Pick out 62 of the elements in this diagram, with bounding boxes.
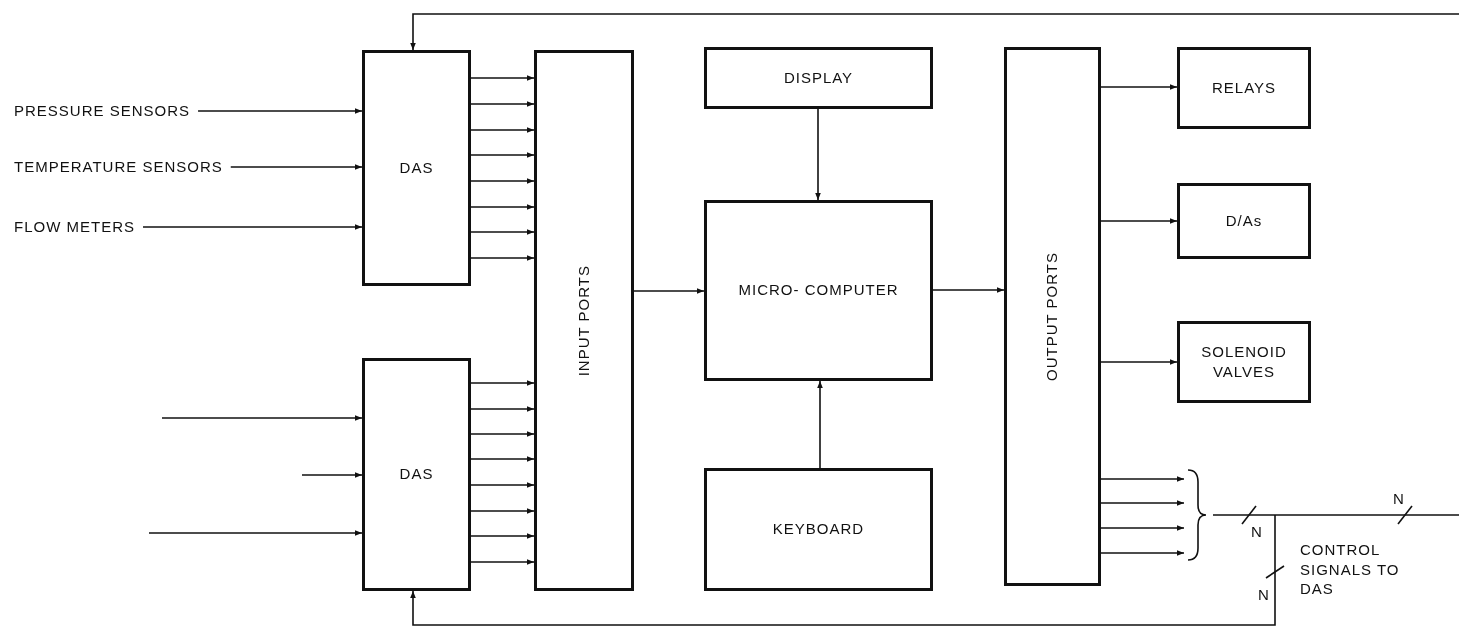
block-box — [704, 468, 933, 591]
arrow — [229, 164, 363, 170]
arrow — [470, 127, 535, 133]
arrow — [470, 508, 535, 514]
block-box — [704, 200, 933, 381]
block-label: DISPLAY — [783, 67, 854, 88]
arrow — [470, 559, 535, 565]
arrow — [1100, 84, 1178, 90]
input-signal-label: TEMPERATURE SENSORS — [14, 156, 223, 177]
arrow — [470, 204, 535, 210]
input-signal-label: FLOW METERS — [14, 216, 135, 237]
arrow — [470, 406, 535, 412]
port-block-box — [534, 50, 634, 591]
arrow — [1100, 476, 1185, 482]
arrow — [470, 255, 535, 261]
block-label: SOLENOID VALVES — [1200, 341, 1288, 382]
block-label: D/As — [1225, 210, 1263, 231]
arrow — [470, 101, 535, 107]
arrow — [817, 380, 823, 469]
bus-width-label: N — [1393, 489, 1405, 509]
block-label: DAS — [399, 464, 434, 485]
input-signal-label: PRESSURE SENSORS — [14, 100, 191, 121]
arrow — [470, 229, 535, 235]
block-box — [704, 47, 933, 109]
arrow — [633, 288, 705, 294]
arrow — [470, 431, 535, 437]
arrow — [410, 13, 1459, 51]
arrow — [410, 514, 1276, 626]
block-box — [362, 50, 471, 286]
port-block-box — [1004, 47, 1101, 586]
arrow — [301, 472, 363, 478]
block-label: MICRO- COMPUTER — [738, 280, 899, 301]
arrow — [1100, 550, 1185, 556]
arrow — [1100, 525, 1185, 531]
block-label: KEYBOARD — [772, 519, 865, 540]
arrow — [1100, 218, 1178, 224]
block-label: RELAYS — [1211, 77, 1277, 98]
arrow — [470, 380, 535, 386]
arrow — [815, 108, 821, 201]
block-box — [1177, 47, 1311, 129]
block-label: INPUT PORTS — [573, 264, 593, 377]
arrow — [470, 178, 535, 184]
arrow — [470, 152, 535, 158]
arrow — [142, 224, 363, 230]
block-label: OUTPUT PORTS — [1042, 252, 1062, 381]
arrow — [470, 482, 535, 488]
block-label: DAS — [399, 157, 434, 178]
arrow — [197, 108, 363, 114]
arrow — [932, 287, 1005, 293]
arrow — [148, 530, 363, 536]
bus-width-label: N — [1251, 522, 1263, 542]
arrow — [470, 533, 535, 539]
note-text: CONTROL SIGNALS TO DAS — [1300, 540, 1401, 599]
arrow — [470, 456, 535, 462]
arrow — [161, 415, 363, 421]
block-box — [1177, 183, 1311, 259]
block-box — [1177, 321, 1311, 403]
arrow — [470, 75, 535, 81]
bus-width-label: N — [1258, 585, 1270, 605]
arrow — [1100, 359, 1178, 365]
arrow — [1100, 500, 1185, 506]
block-box — [362, 358, 471, 591]
